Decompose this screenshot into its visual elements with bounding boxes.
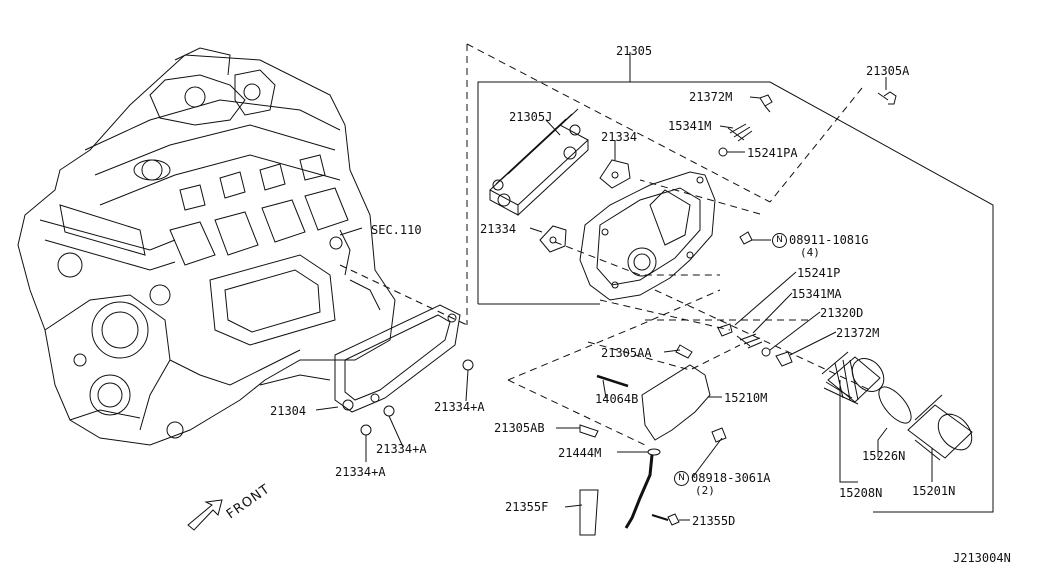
label-21444m: 21444M <box>558 446 602 460</box>
label-21355d: 21355D <box>692 514 736 528</box>
gasket-hole <box>611 171 619 179</box>
label-15341m: 15341M <box>668 119 712 133</box>
label-21304: 21304 <box>270 404 307 418</box>
label-21372m-lower: 21372M <box>836 326 880 340</box>
label-21305j: 21305J <box>509 110 553 124</box>
spring-15341m <box>727 123 753 142</box>
nut-symbol-icon: N <box>772 233 787 248</box>
label-21305ab: 21305AB <box>494 421 545 435</box>
dashed-projection-lines <box>339 43 871 446</box>
bracket-15210m <box>641 364 711 441</box>
label-21305a: 21305A <box>866 64 910 78</box>
bolt-21305a <box>877 91 897 105</box>
tube-21444m <box>624 454 654 529</box>
label-21320d: 21320D <box>820 306 864 320</box>
gasket-21304 <box>334 304 461 413</box>
nut-symbol-icon: N <box>674 471 689 486</box>
oil-cooler-part <box>489 108 589 216</box>
bolt-21355d-head <box>667 513 680 526</box>
o-ring-21334a-low <box>360 424 372 436</box>
sec-110-leader <box>339 227 363 236</box>
label-21305: 21305 <box>616 44 653 58</box>
label-21305aa: 21305AA <box>601 346 652 360</box>
label-08911-qty: (4) <box>800 246 820 259</box>
label-21334a-right: 21334+A <box>434 400 485 414</box>
oil-filter-element <box>821 351 885 405</box>
nut-08911 <box>739 231 753 245</box>
label-15210m: 15210M <box>724 391 768 405</box>
label-08918-qty: (2) <box>695 484 715 497</box>
label-08918: 08918-3061A <box>691 471 771 485</box>
oil-cooler-assembly-frame <box>477 81 994 513</box>
label-15201n: 15201N <box>912 484 956 498</box>
leader-lines <box>315 52 933 521</box>
bolt-21355d <box>651 514 669 521</box>
label-21372m-upper: 21372M <box>689 90 733 104</box>
bracket-21355f <box>579 489 599 536</box>
front-arrow-icon <box>187 499 223 531</box>
o-ring-21334a-mid <box>383 405 395 417</box>
o-ring-15226n <box>878 386 912 424</box>
label-21334a-mid: 21334+A <box>376 442 427 456</box>
label-14064b: 14064B <box>595 392 639 406</box>
engine-block-illustration <box>17 47 396 446</box>
oil-filter-housing <box>579 171 716 301</box>
nut-08918 <box>711 427 727 443</box>
ring-21320d <box>761 347 771 357</box>
gasket-21334-upper <box>599 159 631 189</box>
label-08911: 08911-1081G <box>789 233 869 247</box>
stud-14064b <box>596 374 629 388</box>
valve-15241p <box>717 323 733 337</box>
bolt-21305ab <box>579 424 599 438</box>
label-15226n: 15226N <box>862 449 906 463</box>
label-21355f: 21355F <box>505 500 549 514</box>
gasket-hole <box>549 236 557 244</box>
label-21334-upper: 21334 <box>601 130 638 144</box>
tube-end <box>647 448 661 456</box>
o-ring-21334a-right <box>462 359 474 371</box>
label-21334a-low: 21334+A <box>335 465 386 479</box>
diagram-id: J213004N <box>953 551 1011 565</box>
label-15341ma: 15341MA <box>791 287 842 301</box>
valve-ball-15241pa <box>718 147 728 157</box>
label-15208n: 15208N <box>839 486 883 500</box>
oil-filter-cap <box>907 394 973 461</box>
spring-15341ma <box>736 333 763 349</box>
gasket-21334-lower <box>539 225 567 253</box>
plug-21372m-upper <box>759 94 773 113</box>
label-15241p: 15241P <box>797 266 841 280</box>
plug-21372m-lower <box>775 351 793 367</box>
label-sec-110: SEC.110 <box>371 223 422 237</box>
label-15241pa: 15241PA <box>747 146 798 160</box>
label-21334-lower: 21334 <box>480 222 517 236</box>
bolt-21305aa <box>675 344 693 359</box>
